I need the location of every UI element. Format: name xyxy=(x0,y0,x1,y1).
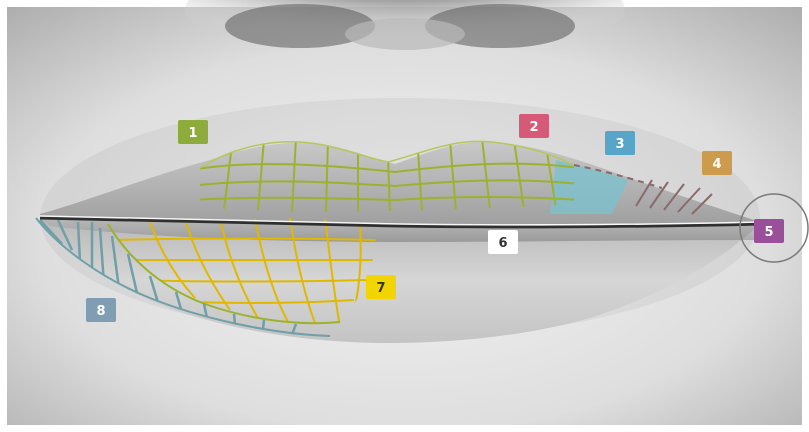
zone-marker-4: 4 xyxy=(702,151,732,175)
zone-marker-label: 1 xyxy=(188,126,197,141)
zone-marker-2: 2 xyxy=(519,114,549,138)
zone-marker-label: 3 xyxy=(615,137,624,152)
zone-marker-8: 8 xyxy=(86,298,116,322)
zone-marker-label: 4 xyxy=(712,157,721,172)
zone-marker-label: 7 xyxy=(376,281,385,296)
zone-marker-3: 3 xyxy=(605,131,635,155)
zone-marker-label: 2 xyxy=(529,120,538,135)
zone-marker-1: 1 xyxy=(178,120,208,144)
zone-marker-6: 6 xyxy=(488,230,518,254)
zone-marker-7: 7 xyxy=(366,275,396,299)
zone-marker-label: 5 xyxy=(764,225,773,240)
zone-marker-5: 5 xyxy=(754,219,784,243)
zone-marker-label: 8 xyxy=(96,304,105,319)
zone-marker-label: 6 xyxy=(498,236,507,251)
